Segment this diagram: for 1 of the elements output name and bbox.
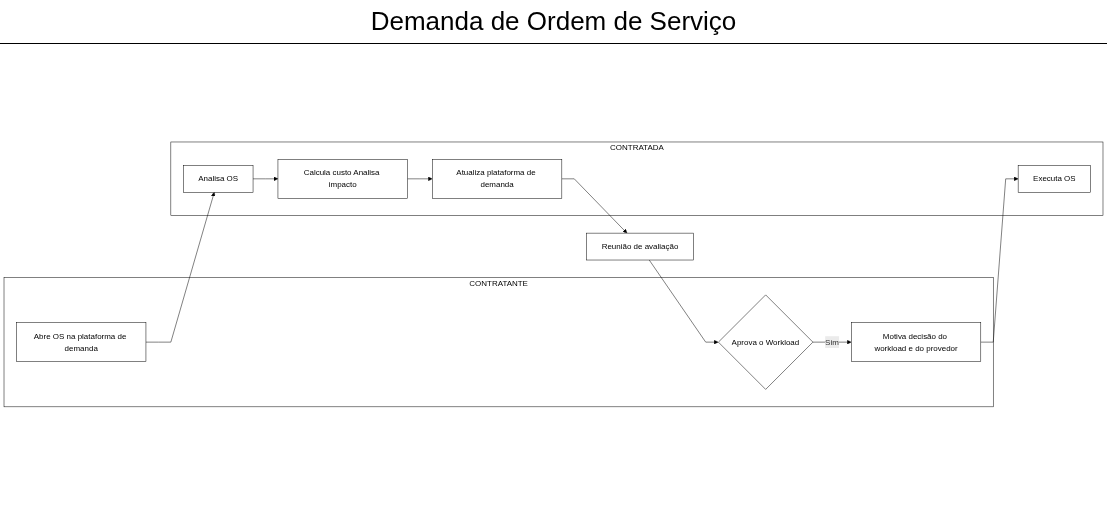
diagram-title: Demanda de Ordem de Serviço bbox=[0, 0, 1107, 44]
